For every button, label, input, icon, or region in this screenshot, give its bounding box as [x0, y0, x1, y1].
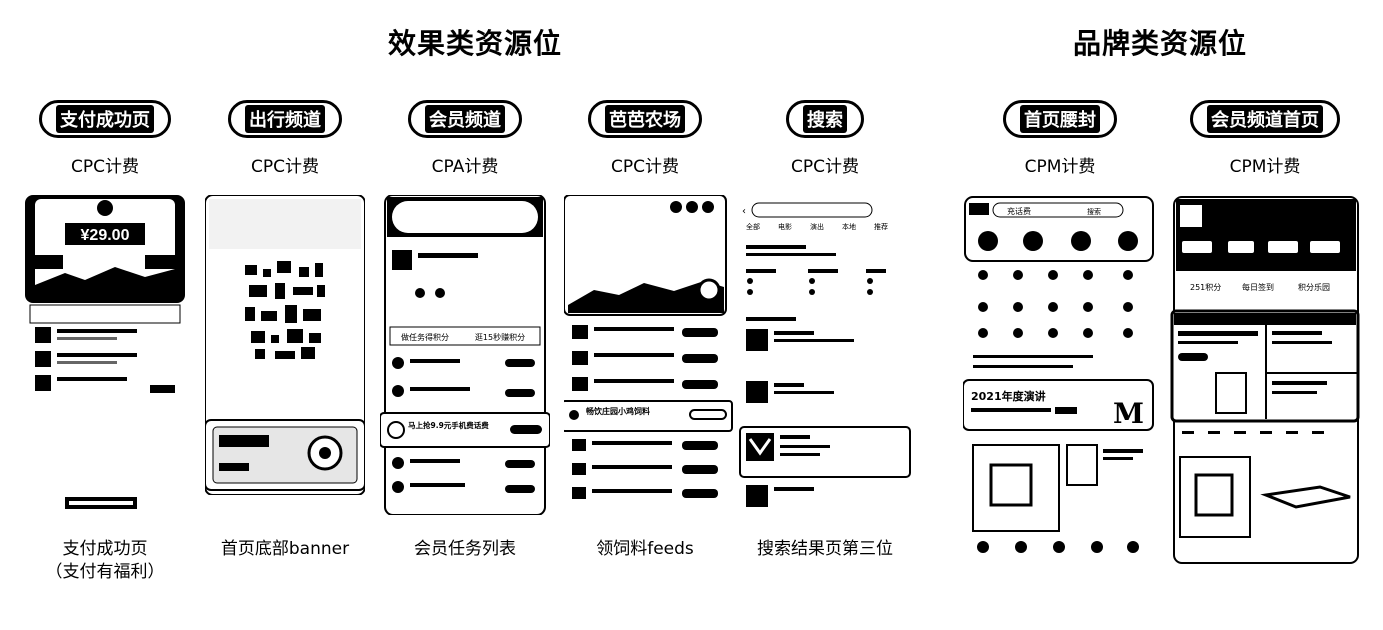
caption: 搜索结果页第三位	[757, 539, 893, 559]
vip-rules: 积分乐园	[1298, 282, 1330, 292]
search-tabs: 全部 电影 演出 本地 推荐	[746, 222, 888, 231]
placement-pill[interactable]: 会员频道首页	[1190, 100, 1340, 138]
column-search: 搜索 CPC计费 ‹ 全部 电影 演出 本地 推荐	[739, 100, 911, 620]
performance-section-title: 效果类资源位	[388, 27, 563, 60]
tab-tasks: 做任务得积分	[401, 332, 449, 342]
caption: 会员任务列表	[414, 539, 516, 559]
placement-pill[interactable]: 出行频道	[228, 100, 342, 138]
svg-text:本地: 本地	[842, 222, 856, 231]
tab-browse: 逛15秒赚积分	[475, 332, 525, 342]
billing-label: CPM计费	[1024, 157, 1096, 177]
pay-amount: ¥29.00	[81, 227, 130, 244]
billing-label: CPC计费	[791, 157, 859, 177]
billing-label: CPC计费	[611, 157, 679, 177]
svg-text:推荐: 推荐	[874, 222, 888, 231]
screen-home-belt: 充话费 搜索 2021年度演讲 M	[963, 195, 1154, 570]
member-highlight: 马上抢9.9元手机费话费	[408, 420, 489, 430]
column-travel: 出行频道 CPC计费 首页底部	[205, 100, 365, 620]
billing-label: CPC计费	[251, 157, 319, 177]
screen-travel	[205, 195, 365, 570]
column-vip-home: 会员频道首页 CPM计费 251积分 每日签到 积分乐园	[1170, 100, 1360, 620]
screen-pay-success: ¥29.00	[25, 195, 185, 570]
belt-banner-title: 2021年度演讲	[971, 389, 1046, 403]
screen-search: ‹ 全部 电影 演出 本地 推荐	[739, 195, 911, 570]
screen-farm: 畅饮庄园小鸡饲料	[564, 195, 733, 570]
svg-text:电影: 电影	[778, 222, 792, 231]
billing-label: CPC计费	[71, 157, 139, 177]
placement-pill[interactable]: 芭芭农场	[588, 100, 702, 138]
placement-pill[interactable]: 首页腰封	[1003, 100, 1117, 138]
vip-daily-signin: 每日签到	[1242, 282, 1274, 292]
farm-highlight: 畅饮庄园小鸡饲料	[586, 406, 650, 416]
placement-pill[interactable]: 支付成功页	[39, 100, 171, 138]
caption: 支付成功页 （支付有福利）	[45, 539, 165, 582]
vip-points: 251积分	[1190, 282, 1221, 292]
placement-pill[interactable]: 会员频道	[408, 100, 522, 138]
billing-label: CPA计费	[431, 157, 499, 177]
column-pay-success: 支付成功页 CPC计费 ¥29.00 支付成功页	[25, 100, 185, 620]
svg-text:全部: 全部	[746, 222, 760, 231]
placement-pill[interactable]: 搜索	[786, 100, 864, 138]
caption: 领饲料feeds	[596, 539, 694, 559]
column-home-belt: 首页腰封 CPM计费 充话费 搜索 2021年度演讲 M	[963, 100, 1154, 620]
belt-brand-mark: M	[1113, 397, 1144, 430]
search-button: 搜索	[1087, 207, 1101, 216]
back-icon[interactable]: ‹	[742, 206, 746, 217]
column-member: 会员频道 CPA计费 做任务得积分 逛15秒赚积分 马上抢9.9元手机费话费	[380, 100, 550, 620]
screen-member: 做任务得积分 逛15秒赚积分 马上抢9.9元手机费话费	[380, 195, 550, 570]
brand-section-title: 品牌类资源位	[1073, 27, 1248, 60]
screen-vip-home: 251积分 每日签到 积分乐园	[1170, 195, 1360, 570]
svg-text:演出: 演出	[810, 222, 824, 231]
caption: 首页底部banner	[220, 539, 350, 559]
column-farm: 芭芭农场 CPC计费 畅饮庄园小鸡饲料 领饲料feeds	[564, 100, 733, 620]
search-hint: 充话费	[1007, 206, 1031, 216]
billing-label: CPM计费	[1229, 157, 1301, 177]
